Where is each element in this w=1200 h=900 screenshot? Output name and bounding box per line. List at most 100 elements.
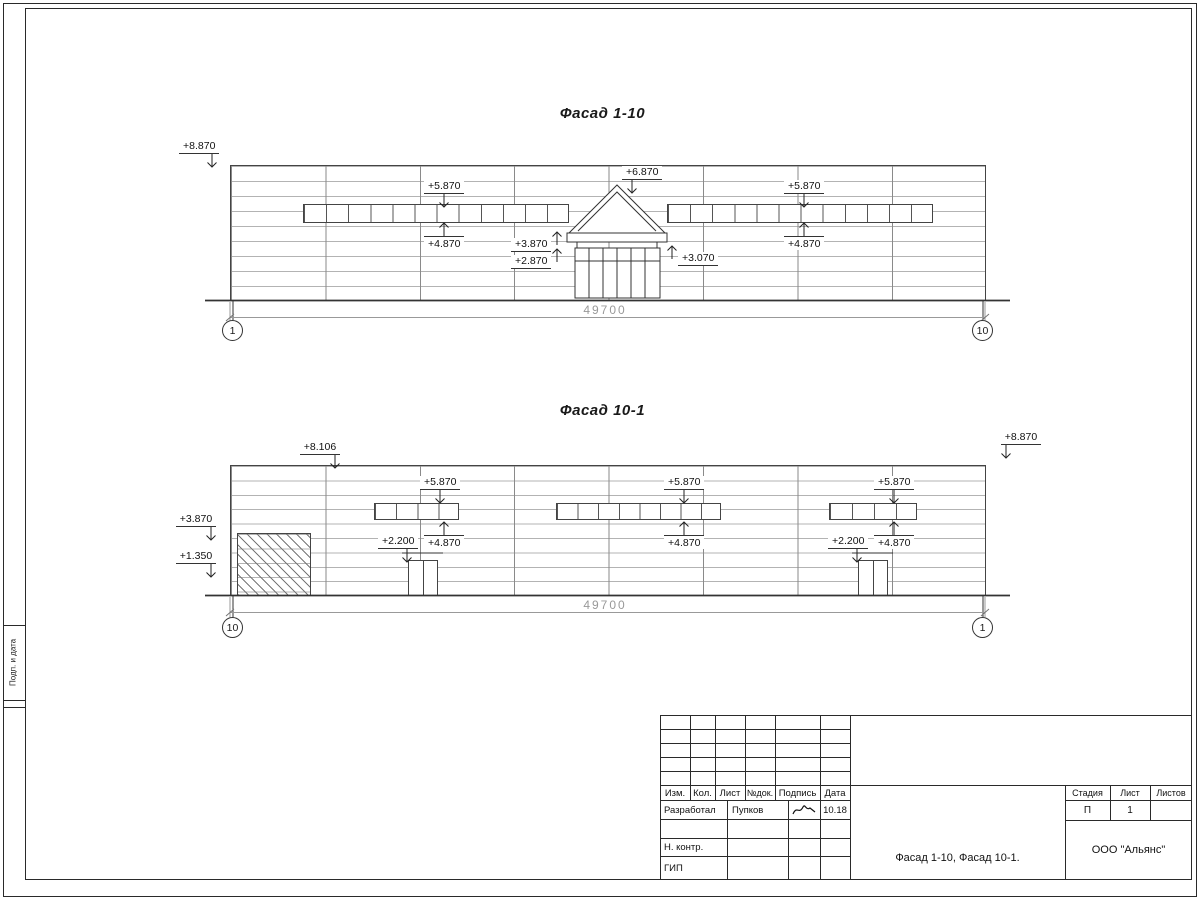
elevation-mark: +4.870 (874, 521, 915, 549)
elevation-mark: +2.200 (828, 535, 869, 563)
titleblock-role-nkontr: Н. контр. (664, 842, 704, 853)
elevation-arrow-up-icon (678, 521, 690, 535)
elevation-value: +4.870 (664, 535, 705, 549)
elevation-value: +1.350 (175, 550, 217, 564)
titleblock-header-stadiya: Стадия (1072, 788, 1103, 798)
titleblock-header-ndok: №док. (746, 788, 774, 798)
elevation-value: +5.870 (420, 476, 461, 490)
elevation-mark: +4.870 (664, 521, 705, 549)
elevation-value: +5.870 (424, 180, 465, 194)
facade-title: Фасад 10-1 (559, 402, 646, 419)
elevation-arrow-up-icon (798, 222, 810, 236)
titleblock-organization: ООО "Альянс" (1091, 844, 1166, 856)
axis-bubble: 1 (222, 320, 243, 341)
signature-icon (792, 805, 816, 815)
elevation-arrow-down-icon (626, 180, 638, 194)
axis-label: 1 (229, 324, 236, 337)
axis-bubble: 10 (972, 320, 993, 341)
elevation-mark: +5.870 (874, 476, 915, 504)
titleblock-header-data: Дата (824, 787, 846, 799)
side-column-label: Подп. и дата (8, 638, 18, 687)
elevation-arrow-down-icon (434, 490, 446, 504)
axis-bubble: 10 (222, 617, 243, 638)
elevation-mark: +8.106 (299, 441, 341, 469)
elevation-value: +4.870 (874, 535, 915, 549)
elevation-value: +3.870 (511, 238, 552, 252)
titleblock-fio: Пупков (732, 804, 764, 816)
axis-label: 10 (226, 621, 239, 634)
elevation-mark: +2.200 (378, 535, 419, 563)
elevation-arrow-up-icon (438, 222, 450, 236)
door (408, 560, 438, 596)
elevation-arrow-down-icon (678, 490, 690, 504)
elevation-arrow-down-icon (206, 154, 218, 168)
elevation-mark: +5.870 (784, 180, 825, 208)
dimension-label: 49700 (583, 303, 627, 317)
elevation-mark: +3.070 (666, 245, 719, 266)
titleblock-header-kol: Кол. (693, 787, 712, 799)
elevation-value: +5.870 (874, 476, 915, 490)
elevation-mark: +5.870 (424, 180, 465, 208)
elevation-mark: +4.870 (424, 222, 465, 250)
elevation-arrow-up-icon (551, 231, 563, 245)
elevation-value: +8.870 (179, 140, 220, 154)
elevation-value: +2.200 (378, 535, 419, 549)
titleblock-header-podpis: Подпись (778, 787, 817, 799)
door (858, 560, 888, 596)
elevation-mark: +2.870 (511, 248, 563, 269)
elevation-value: +4.870 (784, 236, 825, 250)
titleblock-role-gip: ГИП (664, 862, 683, 874)
elevation-mark: +3.870 (175, 513, 217, 541)
window-band (374, 503, 459, 520)
elevation-arrow-up-icon (666, 245, 678, 259)
elevation-mark: +6.870 (622, 166, 663, 194)
window-band (556, 503, 721, 520)
louver-grille (237, 533, 311, 596)
elevation-arrow-down-icon (798, 194, 810, 208)
elevation-arrow-up-icon (438, 521, 450, 535)
titleblock-list-value: 1 (1127, 804, 1133, 816)
titleblock-role-razrabotal: Разработал (664, 804, 716, 816)
facade-title: Фасад 1-10 (559, 105, 646, 122)
titleblock-date: 10.18 (823, 804, 847, 816)
elevation-mark: +1.350 (175, 550, 217, 578)
titleblock-header-izm: Изм. (664, 787, 686, 799)
facade-1-10-elevation (230, 165, 986, 301)
titleblock-header-list2: Лист (1120, 788, 1140, 798)
elevation-value: +2.200 (828, 535, 869, 549)
elevation-arrow-down-icon (205, 564, 217, 578)
elevation-value: +2.870 (511, 255, 552, 269)
elevation-arrow-down-icon (205, 527, 217, 541)
titleblock-header-listov: Листов (1156, 788, 1186, 798)
elevation-arrow-down-icon (329, 455, 341, 469)
elevation-arrow-down-icon (401, 549, 413, 563)
axis-label: 1 (979, 621, 986, 634)
elevation-mark: +4.870 (784, 222, 825, 250)
elevation-mark: +4.870 (424, 521, 465, 549)
elevation-arrow-up-icon (551, 248, 563, 262)
elevation-mark: +3.870 (511, 231, 563, 252)
elevation-value: +5.870 (664, 476, 705, 490)
elevation-mark: +5.870 (664, 476, 705, 504)
window-band (829, 503, 917, 520)
elevation-mark: +8.870 (179, 140, 220, 168)
elevation-value: +6.870 (622, 166, 663, 180)
elevation-value: +8.106 (299, 441, 341, 455)
elevation-mark: +5.870 (420, 476, 461, 504)
elevation-value: +5.870 (784, 180, 825, 194)
elevation-value: +3.870 (175, 513, 217, 527)
dimension-label: 49700 (583, 598, 627, 612)
elevation-value: +8.870 (1000, 431, 1042, 445)
titleblock-doc-title: Фасад 1-10, Фасад 10-1. (895, 852, 1020, 864)
elevation-arrow-down-icon (438, 194, 450, 208)
elevation-arrow-up-icon (888, 521, 900, 535)
elevation-arrow-down-icon (851, 549, 863, 563)
elevation-value: +4.870 (424, 535, 465, 549)
elevation-arrow-down-icon (1000, 445, 1012, 459)
elevation-arrow-down-icon (888, 490, 900, 504)
elevation-value: +3.070 (678, 252, 719, 266)
titleblock-header-list: Лист (719, 787, 741, 799)
titleblock-stadiya-value: П (1083, 804, 1092, 816)
elevation-value: +4.870 (424, 236, 465, 250)
